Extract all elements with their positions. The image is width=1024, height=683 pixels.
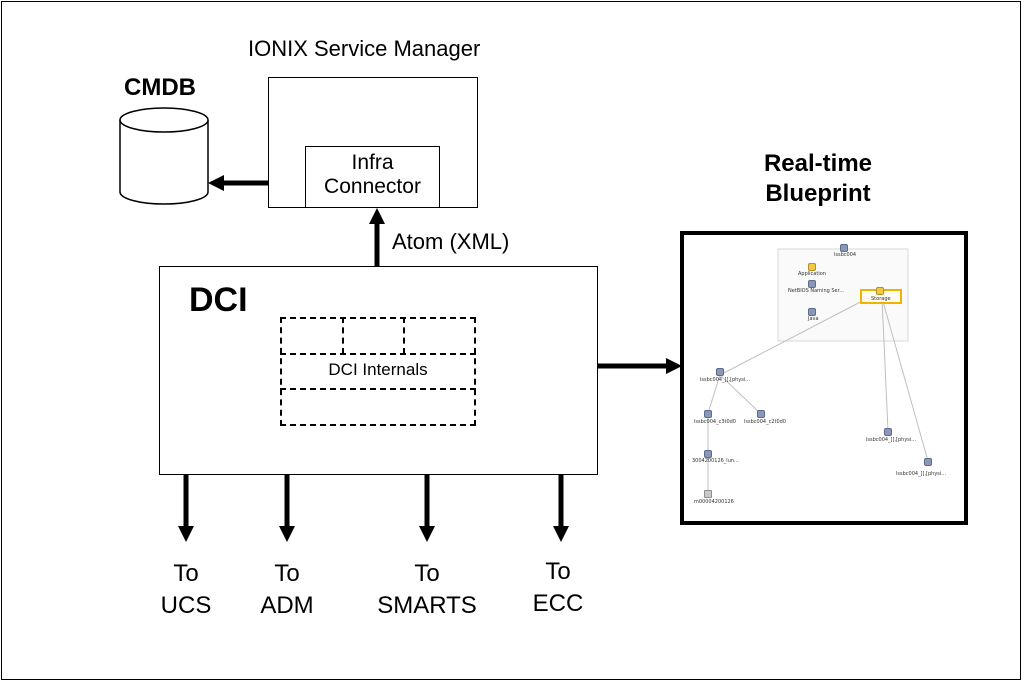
node-physical-right2-label: lssbc004_[],[physi... <box>896 471 947 477</box>
output-ecc-line2: ECC <box>532 590 584 617</box>
node-java-label: Java <box>808 316 819 322</box>
arrow-to-smarts-head <box>419 526 435 542</box>
cmdb-label: CMDB <box>124 74 196 101</box>
dci-internals-cell-divider-2 <box>403 317 405 354</box>
infra-connector-line1: Infra <box>351 151 394 174</box>
node-lun-label: 3004200126_lun... <box>692 458 739 464</box>
node-c2t0d0-label: lssbc004_c2t0d0 <box>744 419 786 425</box>
service-manager-title: IONIX Service Manager <box>248 36 481 61</box>
arrow-to-blueprint-head <box>666 358 682 374</box>
arrow-to-ucs-head <box>178 526 194 542</box>
cmdb-database-icon <box>119 107 209 205</box>
dci-internals-divider-2 <box>280 388 476 390</box>
volume-icon <box>704 490 712 498</box>
output-smarts-line2: SMARTS <box>377 592 477 619</box>
output-ucs-line2: UCS <box>160 592 212 619</box>
lun-icon <box>704 450 712 458</box>
disk-icon-c2t0d0 <box>757 410 765 418</box>
physical-disk-icon-right1 <box>884 428 892 436</box>
node-c3t0d0-label: lssbc004_c3t0d0 <box>694 419 736 425</box>
application-folder-icon <box>808 263 816 271</box>
dci-box: DCI <box>159 266 598 475</box>
arrow-to-ecc-head <box>553 526 569 542</box>
output-adm-line2: ADM <box>260 592 314 619</box>
disk-icon-c3t0d0 <box>704 410 712 418</box>
output-smarts-line1: To <box>414 560 440 587</box>
node-m0000-label: m00004200126 <box>694 499 734 505</box>
arrow-atom-xml-head <box>369 208 385 224</box>
dci-internals-box <box>280 317 476 426</box>
output-adm-line1: To <box>274 560 300 587</box>
storage-folder-icon <box>876 287 884 295</box>
physical-disk-icon-left <box>716 368 724 376</box>
infra-connector-line2: Connector <box>324 175 421 198</box>
blueprint-panel: lssbc004 Application NetBIOS Naming Ser.… <box>680 231 968 525</box>
output-ecc-line1: To <box>545 558 571 585</box>
server-icon <box>840 244 848 252</box>
node-application-label: Application <box>798 271 826 277</box>
dci-internals-label: DCI Internals <box>328 360 428 379</box>
dci-title: DCI <box>189 281 248 319</box>
service-icon <box>808 280 816 288</box>
node-root-label: lssbc004 <box>834 252 857 258</box>
node-storage-label: Storage <box>871 296 891 302</box>
node-physical-left-label: lssbc004_[],[physi... <box>700 377 751 383</box>
dci-internals-cell-divider-1 <box>342 317 344 354</box>
arrow-to-adm-head <box>279 526 295 542</box>
java-icon <box>808 308 816 316</box>
atom-xml-label: Atom (XML) <box>392 229 510 254</box>
node-netbios-label: NetBIOS Naming Ser... <box>788 288 844 294</box>
blueprint-title-line1: Real-time <box>763 150 873 177</box>
physical-disk-icon-right2 <box>924 458 932 466</box>
blueprint-title-line2: Blueprint <box>765 180 871 207</box>
dci-internals-divider-1 <box>280 353 476 355</box>
arrow-to-cmdb-head <box>208 175 224 191</box>
node-physical-right1-label: lssbc004_[],[physi... <box>866 437 917 443</box>
infra-connector-box: Infra Connector <box>305 146 440 208</box>
output-ucs-line1: To <box>173 560 199 587</box>
